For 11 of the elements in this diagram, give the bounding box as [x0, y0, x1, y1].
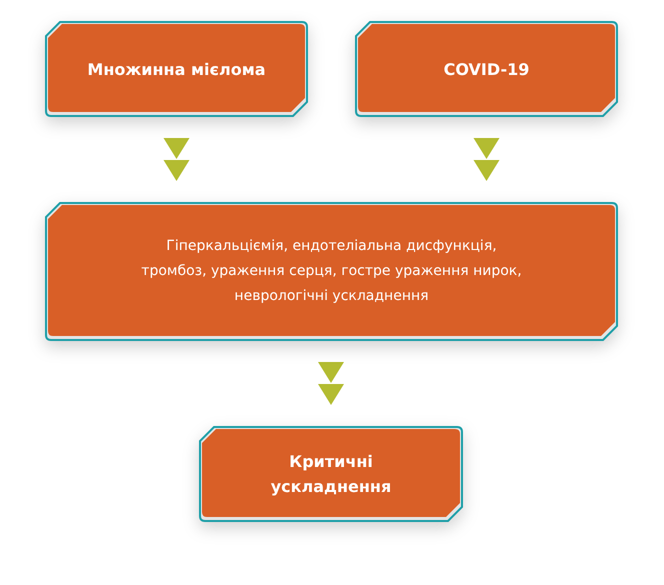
arrow [474, 138, 500, 181]
process-box [46, 203, 617, 340]
arrow [164, 138, 190, 181]
arrow [318, 362, 344, 405]
process-box [356, 22, 617, 116]
box-label: COVID-19 [444, 58, 530, 80]
box-label: Множинна мієлома [87, 58, 266, 80]
box-label: Критичні ускладнення [270, 451, 392, 498]
process-box [200, 427, 462, 521]
box-label: Гіперкальціємія, ендотеліальна дисфункція, тромбоз, ураження серця, гостре ураження нирок, неврологічні ускладнення [140, 237, 523, 306]
process-box [46, 22, 307, 116]
